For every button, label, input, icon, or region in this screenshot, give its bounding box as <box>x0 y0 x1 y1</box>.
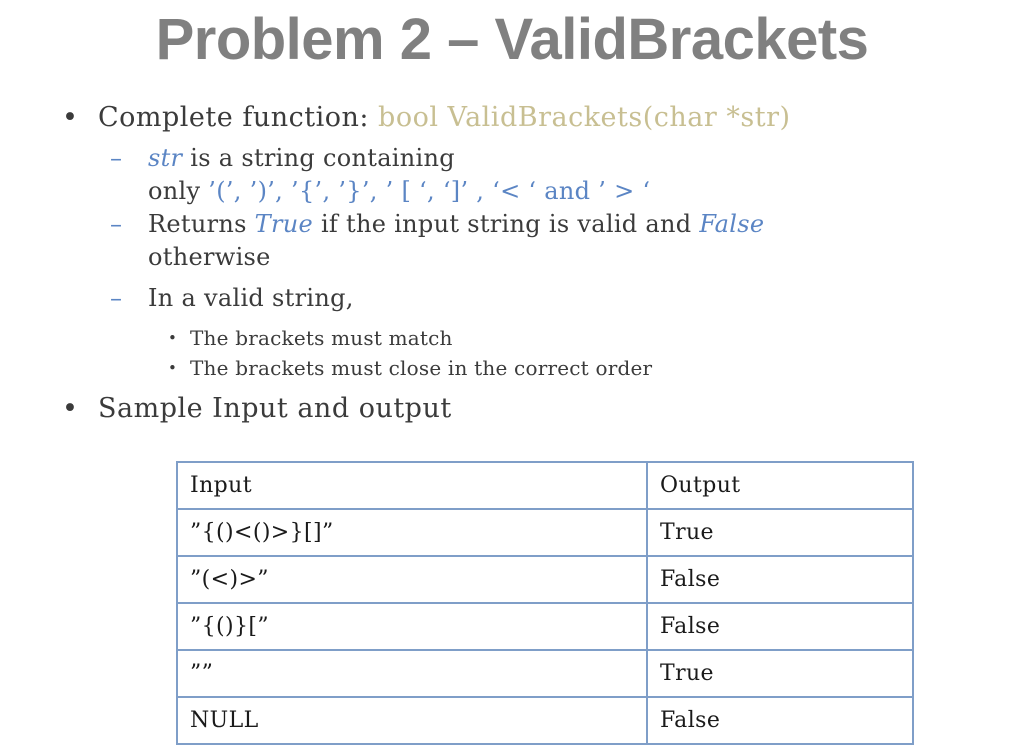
cell-input: ”” <box>176 649 648 698</box>
sample-io-table-wrapper: Input Output ”{()<()>}[]” True ”(<)>” Fa… <box>176 461 914 745</box>
bullet-str-description: – str is a string containing only ’(’, ’… <box>0 142 1024 208</box>
bullet-dot-icon: • <box>168 329 178 347</box>
bullet-dash-icon: – <box>110 144 123 172</box>
sample-io-table: Input Output ”{()<()>}[]” True ”(<)>” Fa… <box>176 461 914 745</box>
false-token: False <box>699 210 765 238</box>
true-token: True <box>254 210 314 238</box>
table-row: ”(<)>” False <box>176 555 914 604</box>
cell-output: False <box>646 555 914 604</box>
rule-1-text: The brackets must match <box>190 326 453 350</box>
bullet-in-valid-string: – In a valid string, <box>0 282 1024 315</box>
bullet-dot-icon: • <box>62 102 79 133</box>
bullet-returns-description: – Returns True if the input string is va… <box>0 208 1024 274</box>
only-label: only <box>148 177 201 205</box>
bullet-sample-io-heading: • Sample Input and output <box>0 391 1024 427</box>
table-row: NULL False <box>176 696 914 745</box>
table-header-row: Input Output <box>176 461 914 510</box>
table-row: ”{()}[” False <box>176 602 914 651</box>
cell-input: ”(<)>” <box>176 555 648 604</box>
bracket-character-list: ’(’, ’)’, ’{’, ’}’, ’ [ ‘, ‘]’ , ‘< ‘ an… <box>208 177 651 205</box>
cell-input: ”{()}[” <box>176 602 648 651</box>
bullet-dot-icon: • <box>62 393 79 424</box>
rule-brackets-must-match: • The brackets must match <box>0 323 1024 353</box>
bullet-complete-function: • Complete function: bool ValidBrackets(… <box>0 100 1024 136</box>
column-header-input: Input <box>176 461 648 510</box>
cell-output: True <box>646 508 914 557</box>
cell-input: NULL <box>176 696 648 745</box>
str-token: str <box>148 144 183 172</box>
rule-2-text: The brackets must close in the correct o… <box>190 356 653 380</box>
spacer <box>0 274 1024 282</box>
spacer <box>0 315 1024 323</box>
table-row: ”” True <box>176 649 914 698</box>
returns-prefix: Returns <box>148 210 247 238</box>
cell-output: True <box>646 649 914 698</box>
complete-function-label: Complete function: <box>98 102 369 133</box>
cell-output: False <box>646 602 914 651</box>
sample-heading-text: Sample Input and output <box>98 393 452 424</box>
str-line-rest: is a string containing <box>190 144 455 172</box>
rule-brackets-correct-order: • The brackets must close in the correct… <box>0 353 1024 383</box>
cell-output: False <box>646 696 914 745</box>
bullet-dash-icon: – <box>110 284 123 312</box>
page-title: Problem 2 – ValidBrackets <box>155 7 869 72</box>
bullet-dot-icon: • <box>168 359 178 377</box>
cell-input: ”{()<()>}[]” <box>176 508 648 557</box>
bullet-dash-icon: – <box>110 210 123 238</box>
column-header-output: Output <box>646 461 914 510</box>
table-row: ”{()<()>}[]” True <box>176 508 914 557</box>
spacer <box>0 383 1024 391</box>
function-signature: bool ValidBrackets(char *str) <box>378 102 791 133</box>
slide-body: • Complete function: bool ValidBrackets(… <box>0 100 1024 427</box>
in-valid-string-text: In a valid string, <box>148 284 354 312</box>
returns-middle: if the input string is valid and <box>320 210 692 238</box>
otherwise-text: otherwise <box>148 243 271 271</box>
